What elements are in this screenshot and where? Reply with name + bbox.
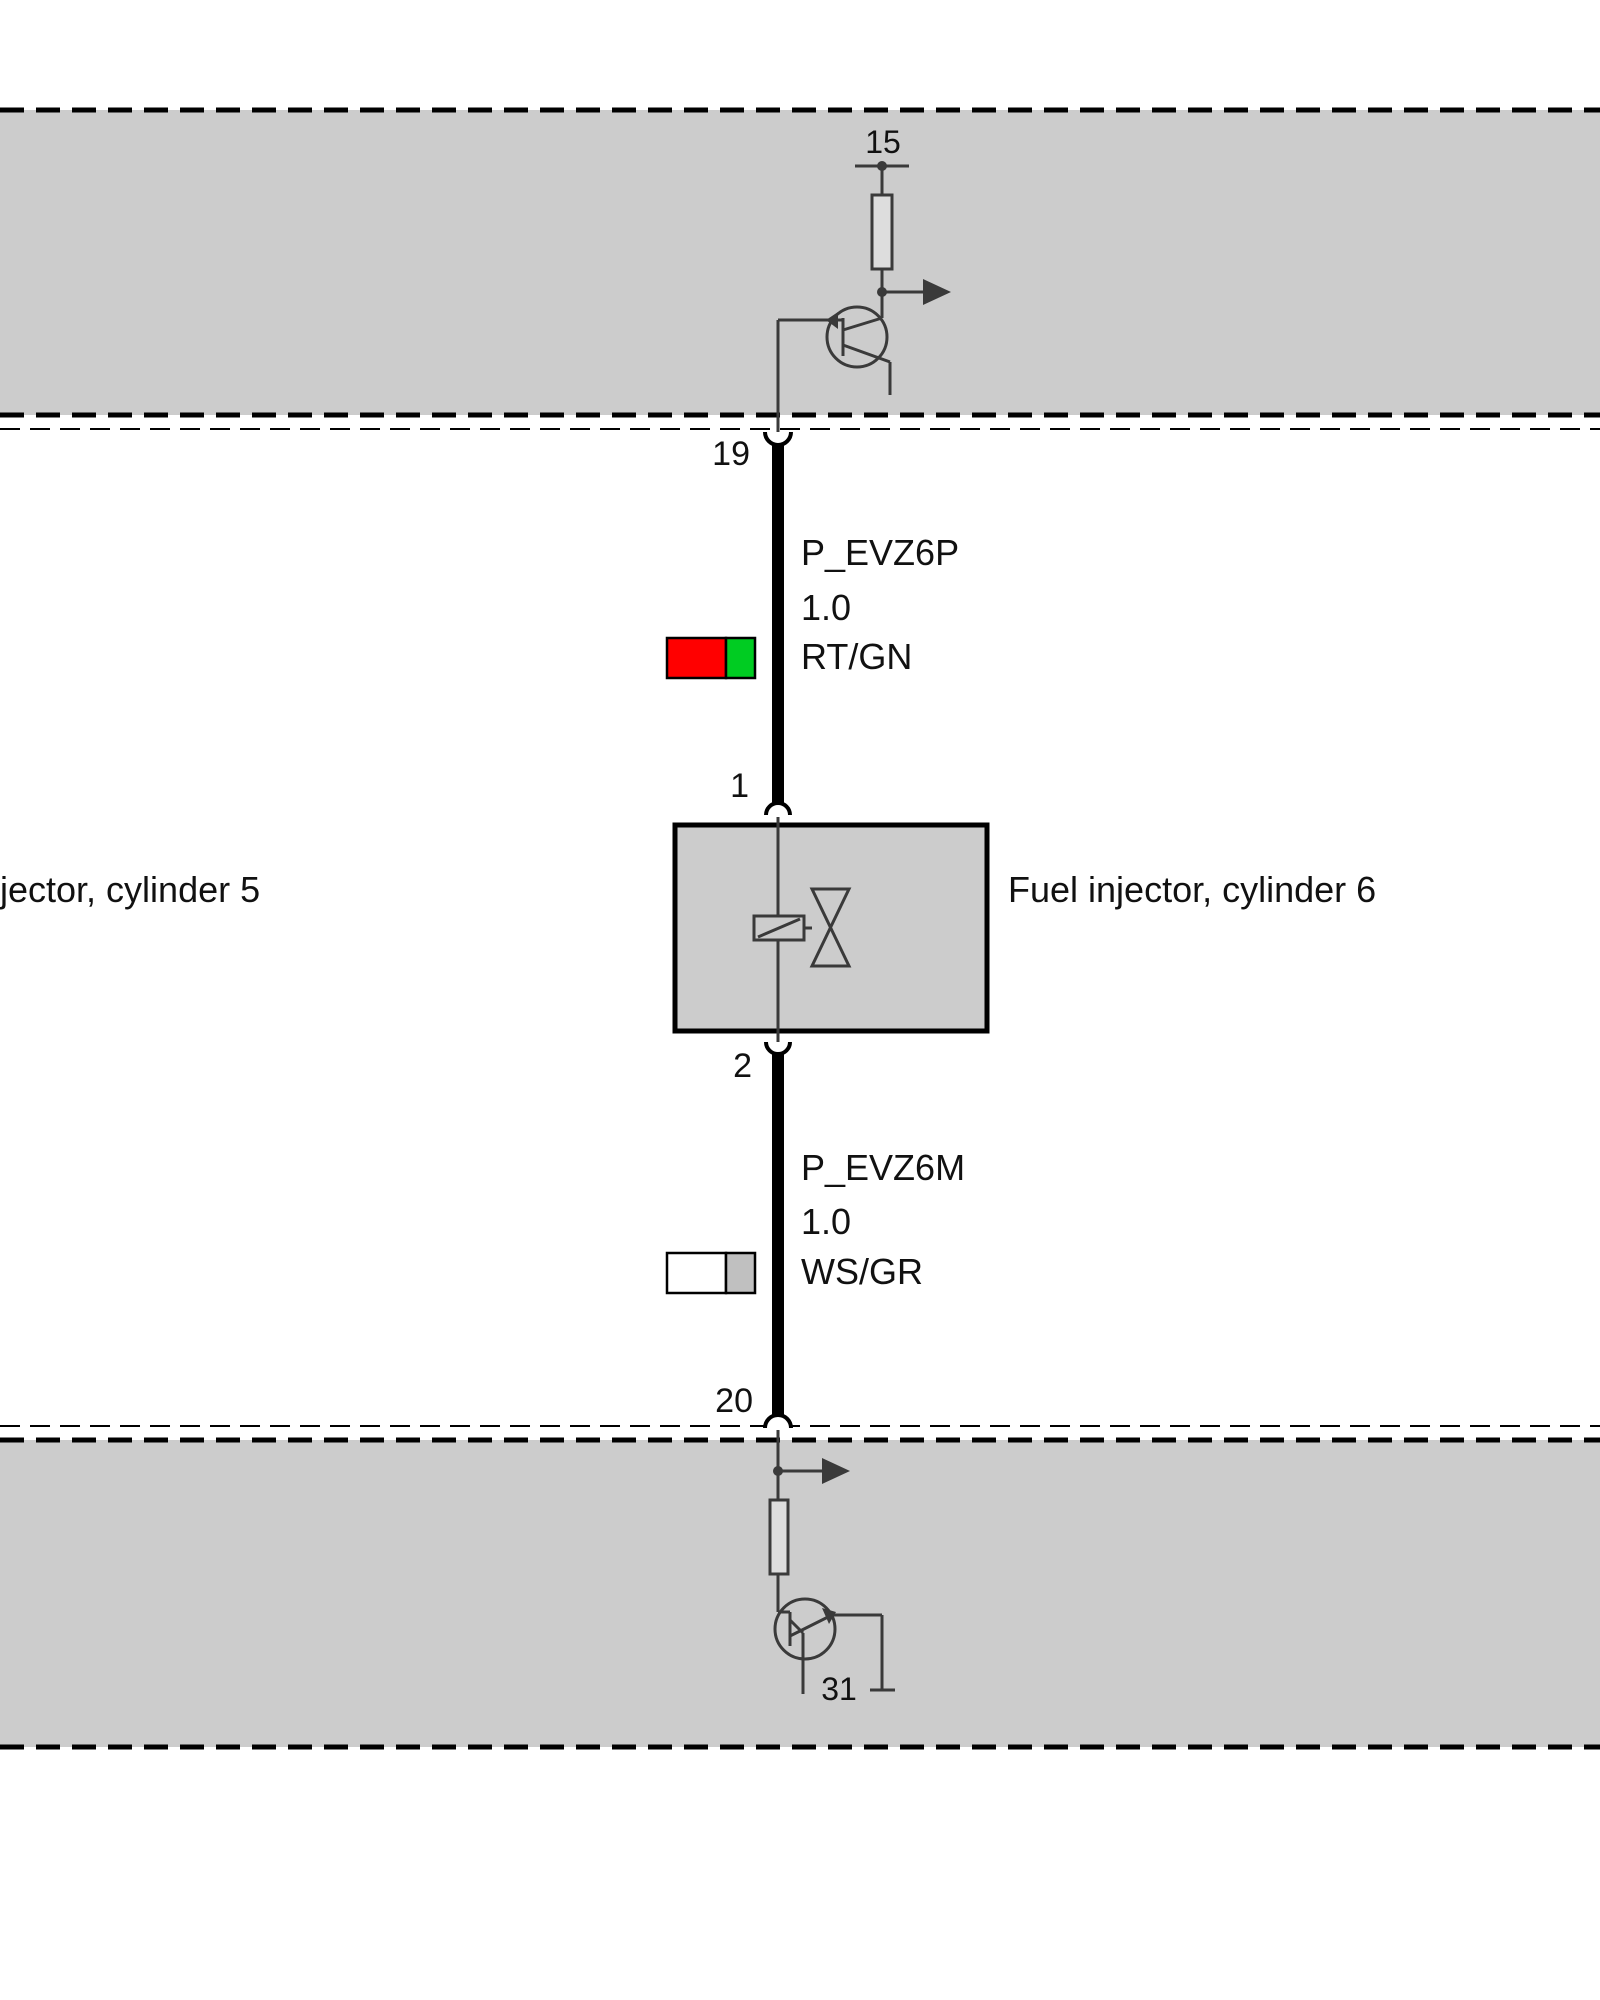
fuel-injector-label: Fuel injector, cylinder 6 (1008, 869, 1376, 910)
upper-module: 15 (0, 107, 1600, 432)
connector-pin-20-icon (763, 1413, 793, 1429)
terminal-15-label: 15 (865, 124, 901, 160)
solenoid-valve-icon (752, 817, 852, 1042)
upper-transistor-icon (778, 305, 892, 395)
ground-31-label: 31 (821, 1671, 857, 1707)
wire-signal-label: P_EVZ6P (801, 532, 959, 573)
wire-gauge-label: 1.0 (801, 1201, 851, 1242)
wire-color-swatch (665, 1251, 757, 1295)
lower-module-fill (0, 1440, 1600, 1747)
wire-color-code-label: RT/GN (801, 636, 912, 677)
lower-resistor (768, 1498, 790, 1576)
wire-color-swatch (665, 636, 757, 680)
pin-19-label: 19 (712, 435, 750, 473)
pin-2-label: 2 (733, 1047, 752, 1085)
pin-1-label: 1 (730, 767, 749, 805)
upper-module-fill (0, 110, 1600, 415)
arrow-right-icon (778, 1458, 850, 1484)
lower-module: 31 (0, 1413, 1600, 1750)
upper-resistor (870, 193, 894, 271)
connector-pin-1-icon (764, 801, 792, 816)
wire-gauge-label: 1.0 (801, 587, 851, 628)
pin-20-label: 20 (715, 1382, 753, 1420)
neighbor-component-label: jector, cylinder 5 (0, 869, 260, 910)
wire-signal-label: P_EVZ6M (801, 1147, 965, 1188)
fuel-injector-component: 1 jector, cylinder 5 Fuel injector, cyli… (0, 767, 1376, 1085)
wire-p-evz6m: P_EVZ6M 1.0 WS/GR 20 (665, 1052, 965, 1420)
lower-transistor-icon (773, 1597, 884, 1694)
wire-p-evz6p: 19 P_EVZ6P 1.0 RT/GN (665, 431, 959, 804)
wire-color-code-label: WS/GR (801, 1251, 923, 1292)
arrow-right-icon (882, 279, 951, 305)
connector-pin-19-icon (763, 431, 793, 447)
